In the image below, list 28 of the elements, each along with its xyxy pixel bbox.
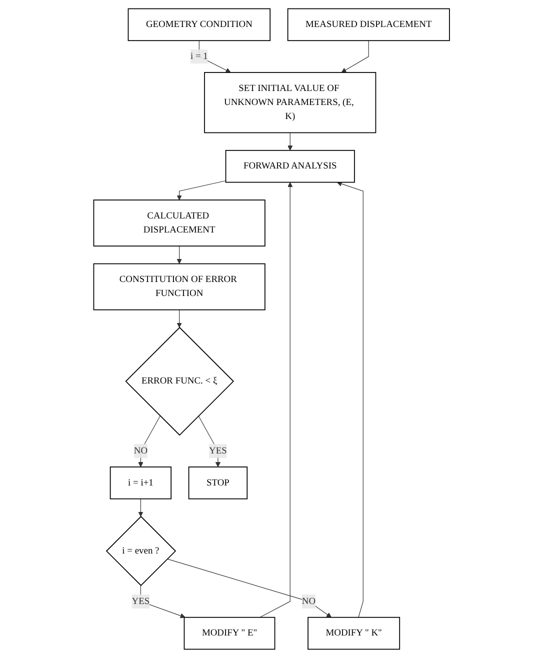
arrow [336,181,364,618]
arrow [176,246,182,264]
node-box: MEASURED DISPLACEMENT [287,8,450,42]
edge-label: YES [132,596,150,606]
arrow [138,498,144,517]
node-diamond: i = even ? [106,516,176,586]
arrow [341,40,369,73]
node-box: CALCULATED DISPLACEMENT [93,200,266,246]
arrow [287,132,293,151]
node-diamond: ERROR FUNC. < ξ [125,326,234,436]
arrow [259,182,293,618]
edge-label: YES [208,446,227,456]
node-box: STOP [188,466,248,500]
node-box: GEOMETRY CONDITION [128,8,270,42]
arrow [176,310,182,328]
node-box: i = i+1 [110,466,172,500]
arrow [138,416,160,468]
node-box: MODIFY " K" [307,616,400,650]
arrow [166,558,332,618]
edge-label: NO [134,446,148,456]
node-box: MODIFY " E" [184,616,276,650]
edge-label: i = 1 [190,51,208,62]
arrow [176,180,226,200]
arrow [198,40,231,73]
edge-label: NO [302,596,316,606]
node-box: CONSTITUTION OF ERROR FUNCTION [93,263,266,310]
node-box: FORWARD ANALYSIS [225,150,355,183]
node-box: SET INITIAL VALUE OF UNKNOWN PARAMETERS, (E, K) [204,72,376,134]
